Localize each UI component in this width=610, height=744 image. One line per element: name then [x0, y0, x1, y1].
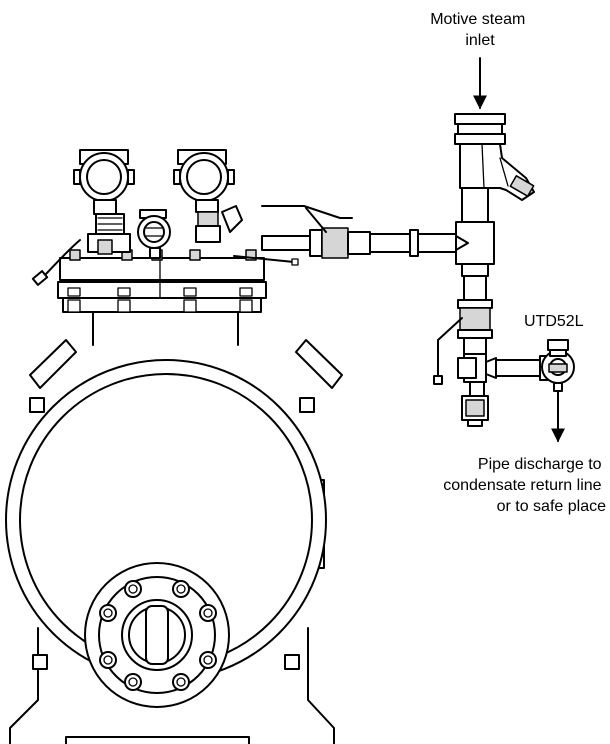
outlet-flange	[84, 562, 230, 708]
motive-line	[233, 205, 459, 266]
sight-gauge	[137, 209, 171, 259]
motive-steam-label: Motive steam inlet	[430, 11, 530, 49]
transmitter-right	[173, 149, 243, 243]
motive-steam-line-2: inlet	[465, 32, 495, 49]
cover-flange	[57, 249, 267, 313]
steam-inlet-assembly	[433, 113, 549, 427]
utd52l-trap	[541, 339, 575, 392]
discharge-label: Pipe discharge to condensate return line…	[443, 456, 606, 515]
transmitter-left	[73, 149, 135, 255]
flange-bolts	[99, 580, 217, 691]
cable-left	[31, 239, 81, 286]
motive-steam-line-1: Motive steam	[430, 11, 525, 28]
discharge-line-2: condensate return line	[443, 477, 601, 494]
cover-bolts	[67, 287, 253, 313]
discharge-line-1: Pipe discharge to	[478, 456, 602, 473]
trap-model-label: UTD52L	[524, 313, 584, 330]
pump-vessel	[5, 311, 343, 744]
discharge-line-3: or to safe place	[497, 498, 607, 515]
